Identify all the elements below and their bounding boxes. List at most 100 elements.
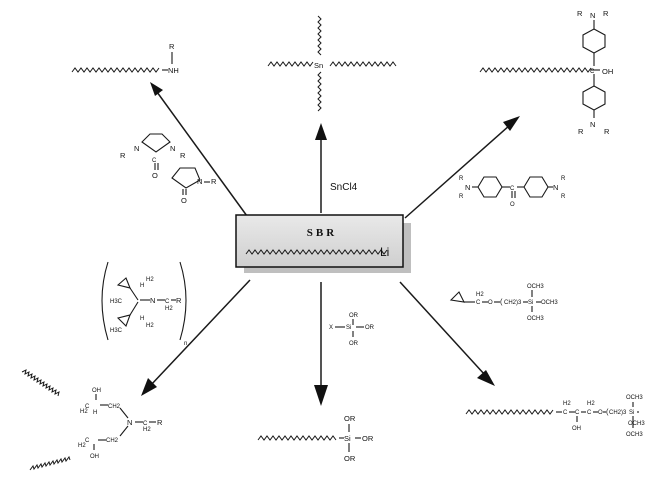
arrowhead-tin (315, 123, 327, 140)
silane-or-right: OR (365, 325, 375, 331)
product-tin-coupled: Sn (267, 15, 397, 112)
reagent-pyrrolidone: N R O (171, 167, 217, 205)
michler-right-ring (523, 176, 549, 198)
se-ch2: CH2)3 (609, 410, 627, 416)
ha-oh-bottom: OH (90, 454, 99, 460)
arrow-to-hydroxy-amine (149, 279, 251, 387)
glycidoxy-ch2: CH2)3 (504, 300, 522, 306)
michler-r-top-left: R (459, 176, 464, 182)
epoxy-right-bracket (179, 261, 187, 341)
epoxy-r: R (176, 296, 182, 305)
glycidoxy-o: O (488, 300, 493, 306)
glycidoxy-och3-bottom: OCH3 (527, 316, 544, 322)
se-c-second: C (575, 410, 580, 416)
pyrrolidone-r: R (211, 177, 217, 186)
sbr-chain (245, 249, 388, 255)
michler-c: C (510, 186, 515, 192)
michler-n-left: N (465, 183, 470, 192)
ha-h-top: H (93, 410, 97, 416)
alkoxysilane-or-top: OR (344, 414, 356, 423)
reaction-arrows (141, 82, 520, 406)
arrow-to-silyl-ether (399, 281, 486, 376)
urea-n-right: N (170, 144, 175, 153)
ha-c-link: C (143, 421, 148, 427)
arrowhead-alkoxysilane (314, 385, 328, 406)
se-och3-top: OCH3 (626, 395, 643, 401)
arrowhead-hydroxy-amine (141, 378, 157, 396)
alkoxysilane-si: Si (344, 434, 351, 443)
alkoxysilane-or-right: OR (362, 434, 374, 443)
carbinol-c: C (590, 69, 595, 75)
silane-x: X (329, 325, 333, 331)
urea-n-left: N (134, 144, 139, 153)
se-c-third: C (587, 410, 592, 416)
sbr-living-polymer: SBR Li (235, 214, 411, 273)
reagent-epoxy-amine: n H3C H H2 N C H2 R H3C H H2 (101, 261, 187, 347)
se-c-first: C (563, 410, 568, 416)
glycidoxy-c: C (476, 300, 481, 306)
ha-c-top: C (85, 404, 90, 410)
product-hydroxy-amine: OH C H2 H CH2 N C H2 R CH2 C H2 OH (21, 369, 163, 471)
michler-r-top-right: R (561, 176, 566, 182)
se-paren: ( (606, 407, 609, 416)
urea-r-left: R (120, 151, 126, 160)
tin-arm-right (329, 61, 397, 67)
michler-r-bottom-right: R (561, 194, 566, 200)
lithium-end-group: Li (380, 245, 389, 259)
epoxy-ch3-top: H3C (110, 299, 123, 305)
se-oh: OH (572, 426, 581, 432)
arrowhead-carbinol (503, 116, 520, 131)
carbinol-top-n: N (590, 11, 595, 20)
silane-or-bottom: OR (349, 341, 359, 347)
tin-arm-left (267, 61, 314, 67)
pyrrolidone-o: O (181, 196, 187, 205)
ha-oh-top: OH (92, 388, 101, 394)
reagent-michler-ketone: R R N C O N R R (459, 176, 566, 208)
product-amine: NH R (71, 42, 179, 75)
silane-or-top: OR (349, 313, 359, 319)
amine-polymer-chain (71, 67, 160, 73)
epoxy-ch3-bottom: H3C (110, 328, 123, 334)
se-h2-third: H2 (587, 401, 595, 407)
sbr-box (235, 214, 404, 268)
se-och3-bottom: OCH3 (626, 432, 643, 438)
glycidoxy-och3-top: OCH3 (527, 284, 544, 290)
se-h2-first: H2 (563, 401, 571, 407)
se-och3-right: OCH3 (628, 421, 645, 427)
amine-r: R (169, 42, 175, 51)
se-si: Si (629, 410, 634, 416)
arrowhead-amine (150, 82, 163, 96)
sbr-label: SBR (307, 227, 337, 239)
epoxy-left-bracket (101, 261, 109, 341)
epoxy-h2-top: H2 (146, 277, 154, 283)
urea-r-right: R (180, 151, 186, 160)
tin-arm-down (317, 71, 322, 112)
tin-arm-up (317, 15, 322, 56)
epoxy-h-bottom: H (140, 316, 144, 322)
glycidoxy-paren: ( (500, 297, 503, 306)
reagent-glycidoxy-silane: H2 C O ( CH2)3 Si OCH3 OCH3 OCH3 (449, 284, 558, 322)
glycidoxy-si: Si (528, 300, 533, 306)
ha-h2-bottom: H2 (78, 443, 86, 449)
urea-c: C (152, 158, 157, 164)
ha-ch2-bottom: CH2 (106, 438, 119, 444)
michler-o: O (510, 202, 515, 208)
alkoxysilane-polymer-chain (257, 435, 337, 441)
pyrrolidone-n: N (197, 177, 202, 186)
epoxy-h2-link: H2 (165, 306, 173, 312)
epoxy-h-top: H (140, 283, 144, 289)
silyl-ether-polymer-chain (465, 409, 554, 415)
carbinol-bottom-r1: R (578, 127, 584, 136)
carbinol-top-r1: R (577, 9, 583, 18)
carbinol-polymer-chain (479, 67, 592, 73)
glycidoxy-och3-right: OCH3 (541, 300, 558, 306)
hydroxy-amine-chain-lower (29, 455, 71, 471)
carbinol-bottom-n: N (590, 120, 595, 129)
tin-atom: Sn (314, 61, 323, 70)
arrow-to-carbinol (404, 124, 511, 219)
epoxy-h2-bottom: H2 (146, 323, 154, 329)
hydroxy-amine-chain-upper (21, 369, 60, 397)
carbinol-bottom-r2: R (604, 127, 610, 136)
epoxy-c-link: C (165, 299, 170, 305)
